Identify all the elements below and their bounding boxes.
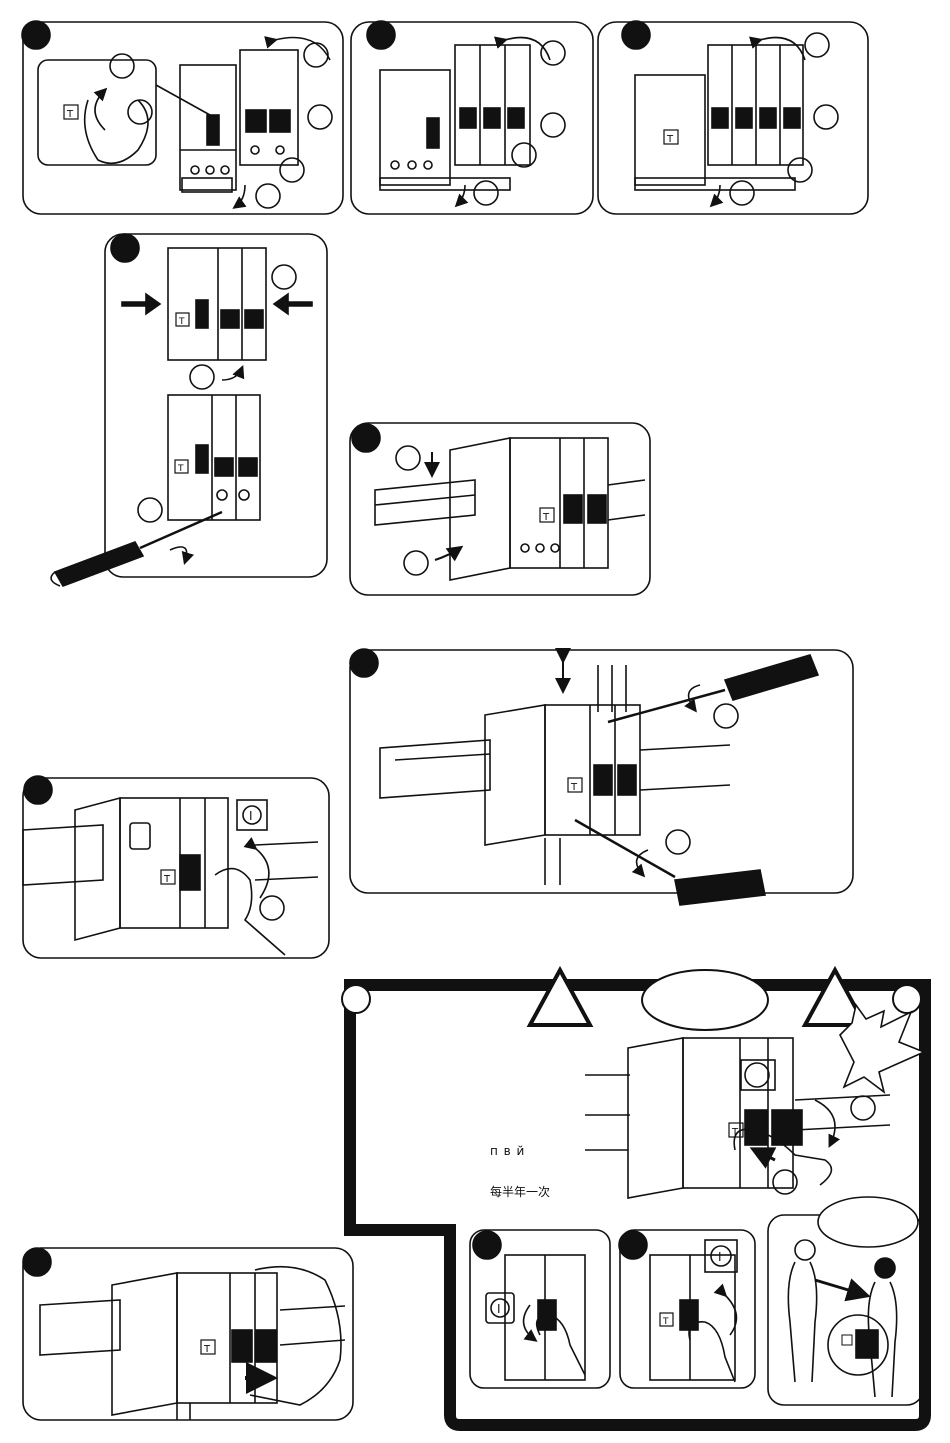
panel-8-maintenance: T I xyxy=(342,970,925,1425)
speech-bubble xyxy=(818,1197,918,1247)
step-marker xyxy=(24,776,52,804)
panel-8c xyxy=(768,1197,923,1405)
rotate-arrow xyxy=(524,1305,535,1340)
off-indicator xyxy=(130,823,150,849)
step-marker xyxy=(619,1231,647,1259)
callout-circle xyxy=(110,54,134,78)
panel-2 xyxy=(351,21,593,214)
callout-circle xyxy=(714,704,738,728)
callout-circle xyxy=(814,105,838,129)
test-button-label: T xyxy=(542,512,550,523)
step-marker xyxy=(111,234,139,262)
step-marker xyxy=(893,985,921,1013)
callout-circle xyxy=(190,365,214,389)
panel-9: T xyxy=(23,1248,353,1420)
callout-circle xyxy=(256,184,280,208)
callout-circle xyxy=(745,1063,769,1087)
callout-circle xyxy=(788,158,812,182)
rotate-arrow xyxy=(275,38,330,61)
on-symbol: I xyxy=(497,1302,501,1316)
test-button-label: T xyxy=(203,1344,211,1355)
cyrillic-annotation: п в й xyxy=(490,1144,525,1158)
callout-circle xyxy=(396,446,420,470)
callout-circle xyxy=(474,181,498,205)
speech-bubble xyxy=(642,970,768,1030)
panel-5: T xyxy=(350,423,650,595)
callout-circle xyxy=(128,100,152,124)
callout-circle xyxy=(138,498,162,522)
step-marker xyxy=(23,1248,51,1276)
test-button-label: T xyxy=(177,464,184,474)
step-marker xyxy=(367,21,395,49)
callout-circle xyxy=(304,43,328,67)
test-button-label: T xyxy=(66,109,74,120)
step-marker xyxy=(473,1231,501,1259)
callout-circle xyxy=(260,896,284,920)
test-button-label: T xyxy=(163,874,171,885)
push-arrow xyxy=(755,1150,775,1160)
panel-6: T xyxy=(350,649,853,905)
test-button-label: T xyxy=(570,782,578,793)
step-marker xyxy=(352,424,380,452)
callout-circle xyxy=(541,41,565,65)
on-symbol: I xyxy=(249,809,253,823)
callout-circle xyxy=(666,830,690,854)
spark-burst xyxy=(840,1005,924,1092)
callout-circle xyxy=(280,158,304,182)
maintenance-note: 每半年一次 xyxy=(490,1183,550,1200)
test-button-label: T xyxy=(662,1317,669,1327)
panel-3: T xyxy=(598,21,868,214)
panel-7: T I xyxy=(23,776,329,958)
push-arrow xyxy=(815,1280,865,1295)
callout-circle xyxy=(272,265,296,289)
rotate-arrow xyxy=(95,90,105,130)
warning-icon xyxy=(530,970,590,1025)
callout-circle xyxy=(541,113,565,137)
person-icon xyxy=(788,1240,816,1382)
panel-8a: I xyxy=(470,1230,610,1388)
rotate-arrow xyxy=(255,848,269,898)
push-arrow xyxy=(274,294,312,314)
callout-circle xyxy=(851,1096,875,1120)
on-symbol: I xyxy=(718,1250,722,1264)
rotate-arrow xyxy=(637,850,648,875)
step-marker xyxy=(622,21,650,49)
step-marker xyxy=(350,649,378,677)
callout-circle xyxy=(404,551,428,575)
test-button-label: T xyxy=(666,134,674,145)
hand-icon xyxy=(215,869,285,955)
hand-icon xyxy=(689,1322,735,1382)
rotate-arrow xyxy=(170,547,187,562)
callout-circle xyxy=(730,181,754,205)
test-button-label: T xyxy=(178,317,185,327)
step-marker xyxy=(342,985,370,1013)
panel-4: T T xyxy=(51,234,327,586)
panel-1: T xyxy=(22,21,343,214)
screwdriver-icon xyxy=(51,512,222,586)
rotate-arrow xyxy=(505,38,550,61)
rotate-arrow xyxy=(815,1100,835,1145)
panel-8b: T I xyxy=(619,1230,755,1388)
callout-circle xyxy=(512,143,536,167)
rotate-arrow xyxy=(760,38,805,61)
push-arrow xyxy=(122,294,160,314)
step-marker xyxy=(22,21,50,49)
callout-circle xyxy=(805,33,829,57)
callout-circle xyxy=(308,105,332,129)
